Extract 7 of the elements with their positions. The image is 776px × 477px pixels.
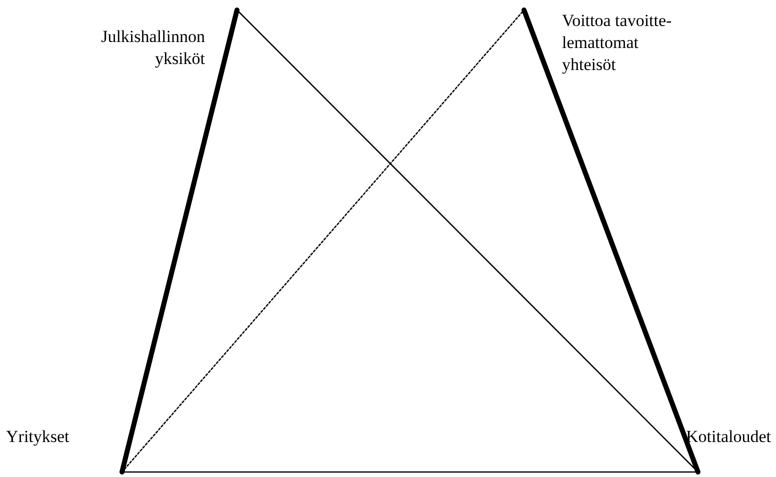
connector-line: [522, 8, 700, 474]
connector-line: [120, 8, 240, 474]
corner-label: Yritykset: [6, 418, 122, 472]
corner-label: Voittoa tavoitte- lemattomat yhteisöt: [524, 10, 724, 110]
connector-line: [121, 471, 699, 473]
corner-label: Julkishallinnon yksiköt: [50, 10, 237, 110]
corner-label: Kotitaloudet: [682, 418, 776, 472]
